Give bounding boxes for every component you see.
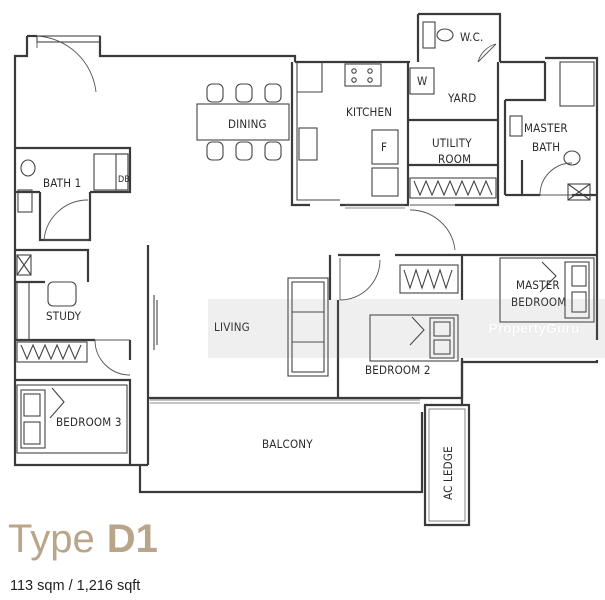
label-ac-ledge: AC LEDGE [441, 446, 455, 500]
label-dining: DINING [228, 117, 267, 131]
watermark-text: PropertyGuru [488, 320, 580, 336]
watermark-band [208, 299, 605, 358]
label-f: F [381, 140, 387, 154]
study-fixtures [16, 254, 131, 376]
interior-walls [15, 62, 597, 465]
label-balcony: BALCONY [262, 437, 313, 451]
master-bed [499, 257, 595, 323]
label-master-bedroom-1: MASTER [516, 278, 560, 292]
label-bath1: BATH 1 [43, 176, 81, 190]
wc-fixtures [422, 21, 497, 63]
label-study: STUDY [46, 309, 82, 323]
ac-ledge-frame [428, 408, 466, 522]
entrance-door [36, 35, 101, 93]
unit-area: 113 sqm / 1,216 sqft [10, 578, 141, 594]
label-room: ROOM [438, 152, 471, 166]
watermark-logo: ⌂ PropertyGuru [476, 320, 579, 336]
unit-type-word: Type [8, 517, 95, 561]
bedroom2-fixtures [339, 258, 459, 362]
label-utility: UTILITY [432, 136, 472, 150]
bath1-fixtures [17, 153, 129, 241]
label-living: LIVING [214, 320, 250, 334]
label-master-bedroom-2: BEDROOM [511, 295, 566, 309]
bedroom3-fixtures [16, 341, 128, 454]
label-wc: W.C. [460, 30, 484, 44]
kitchen-fixtures [296, 62, 435, 209]
balcony-glazing [150, 399, 420, 404]
label-kitchen: KITCHEN [346, 105, 392, 119]
living-furniture [153, 277, 329, 377]
master-bath-fixtures [509, 61, 595, 201]
label-bedroom3: BEDROOM 3 [56, 415, 122, 429]
label-master-bath-1: MASTER [524, 121, 568, 135]
watermark-house-icon: ⌂ [476, 320, 485, 336]
dining-set [196, 83, 290, 161]
utility-door [409, 204, 456, 251]
label-w: W [417, 74, 427, 88]
label-master-bath-2: BATH [532, 140, 560, 154]
label-db: DB [118, 175, 130, 185]
label-yard: YARD [447, 91, 476, 105]
unit-type-code: D1 [106, 517, 158, 561]
label-bedroom2: BEDROOM 2 [365, 363, 431, 377]
utility-shelf [409, 177, 497, 199]
room-labels: W.C. W YARD KITCHEN F DINING UTILITY ROO… [43, 30, 568, 500]
